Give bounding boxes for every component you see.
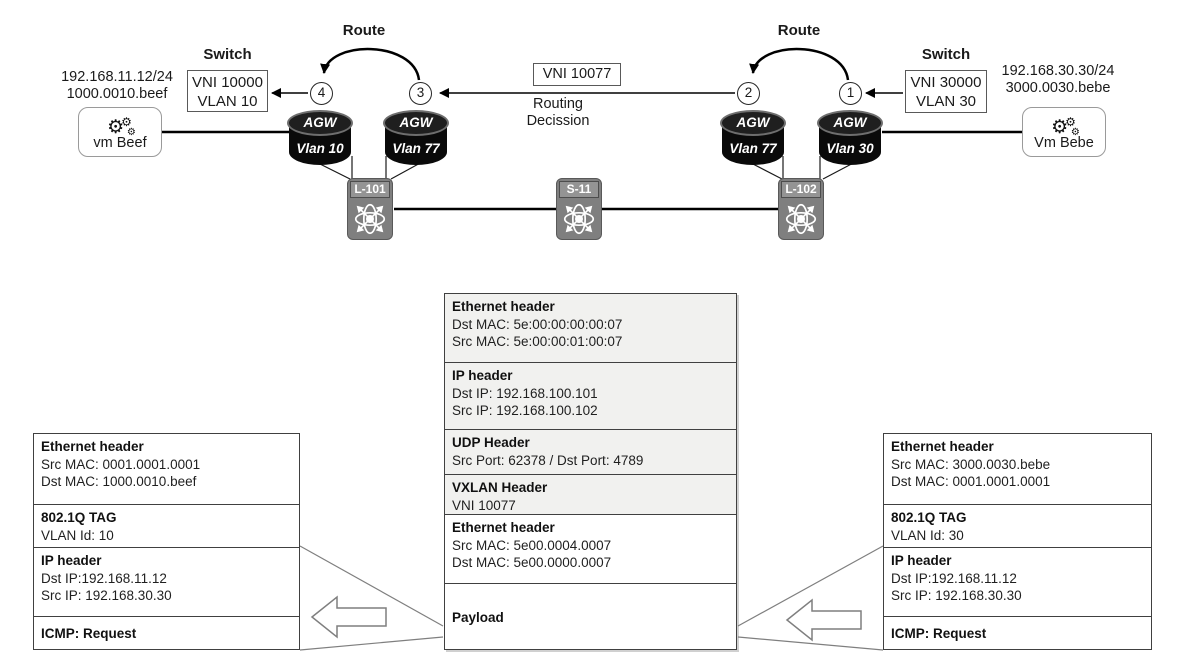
agw-vlan77-left-gateway: AGW Vlan 77 <box>383 110 449 170</box>
left-dot1q-section: 802.1Q TAG VLAN Id: 10 <box>34 504 299 547</box>
right-icmp-section: ICMP: Request <box>884 616 1151 651</box>
left-switch-vni: VNI 10000 <box>192 74 263 91</box>
left-switch-mapping-box: VNI 10000 VLAN 10 <box>187 70 268 112</box>
agw-vlan77-right-gateway: AGW Vlan 77 <box>720 110 786 170</box>
right-ethernet-section: Ethernet header Src MAC: 3000.0030.bebe … <box>891 439 1051 489</box>
left-switch-title: Switch <box>203 46 252 63</box>
right-host-ip: 192.168.30.30/24 <box>1001 63 1115 79</box>
encapsulation-funnels <box>299 545 884 651</box>
inner-ethernet-section: Ethernet header Src MAC: 5e00.0004.0007 … <box>445 514 736 583</box>
udp-section: UDP Header Src Port: 62378 / Dst Port: 4… <box>445 429 736 474</box>
topology-links <box>161 130 1023 211</box>
right-dot1q-section: 802.1Q TAG VLAN Id: 30 <box>884 504 1151 547</box>
left-switch-vlan: VLAN 10 <box>197 93 258 110</box>
right-host-mac: 3000.0030.bebe <box>1005 79 1111 96</box>
vxlan-packet-table: Ethernet header Dst MAC: 5e:00:00:00:00:… <box>444 293 737 650</box>
step-2-marker: 2 <box>737 82 760 105</box>
vxlan-header-section: VXLAN Header VNI 10077 <box>445 474 736 514</box>
cylinder-top: AGW <box>287 110 353 136</box>
router-s11: S-11 <box>556 178 602 240</box>
cylinder-top: AGW <box>817 110 883 136</box>
left-ip-section: IP header Dst IP:192.168.11.12 Src IP: 1… <box>34 547 299 616</box>
right-switch-title: Switch <box>921 46 971 63</box>
left-direction-arrow <box>310 595 387 639</box>
vm-bebe-node: ⚙⚙⚙ Vm Bebe <box>1022 107 1106 157</box>
route-label-left: Route <box>342 22 386 39</box>
cylinder-top: AGW <box>720 110 786 136</box>
left-host-ip: 192.168.11.12/24 <box>61 69 173 85</box>
router-l101: L-101 <box>347 178 393 240</box>
vm-beef-node: ⚙⚙⚙ vm Beef <box>78 107 162 157</box>
route-arcs <box>320 47 850 81</box>
vxlan-tunnel-vni-box: VNI 10077 <box>533 63 621 86</box>
agw-vlan30-gateway: AGW Vlan 30 <box>817 110 883 170</box>
gears-icon: ⚙⚙⚙ <box>107 115 136 138</box>
left-icmp-section: ICMP: Request <box>34 616 299 651</box>
cylinder-top: AGW <box>383 110 449 136</box>
vm-bebe-label: Vm Bebe <box>1034 135 1094 151</box>
right-packet-table: Ethernet header Src MAC: 3000.0030.bebe … <box>883 433 1152 650</box>
outer-ethernet-section: Ethernet header Dst MAC: 5e:00:00:00:00:… <box>445 294 736 362</box>
router-icon <box>785 203 817 235</box>
router-l102: L-102 <box>778 178 824 240</box>
step-1-marker: 1 <box>839 82 862 105</box>
gears-icon: ⚙⚙⚙ <box>1051 115 1080 138</box>
router-icon <box>354 203 386 235</box>
right-switch-vni: VNI 30000 <box>910 74 982 91</box>
payload-section: Payload <box>445 583 736 651</box>
left-host-mac: 1000.0010.beef <box>66 85 168 102</box>
direction-arrows <box>310 595 862 642</box>
right-ip-section: IP header Dst IP:192.168.11.12 Src IP: 1… <box>884 547 1151 616</box>
step-4-marker: 4 <box>310 82 333 105</box>
routing-decision-label: Routing Decission <box>526 96 590 129</box>
right-direction-arrow <box>785 598 862 642</box>
right-host-addresses: 192.168.30.30/24 3000.0030.bebe <box>987 63 1129 96</box>
left-host-addresses: 192.168.11.12/24 1000.0010.beef <box>46 69 188 102</box>
outer-ip-section: IP header Dst IP: 192.168.100.101 Src IP… <box>445 362 736 429</box>
agw-vlan10-gateway: AGW Vlan 10 <box>287 110 353 170</box>
step-3-marker: 3 <box>409 82 432 105</box>
route-arc-left <box>320 47 421 81</box>
vm-beef-label: vm Beef <box>93 135 147 151</box>
route-label-right: Route <box>777 22 821 39</box>
left-packet-table: Ethernet header Src MAC: 0001.0001.0001 … <box>33 433 300 650</box>
agw-router-links <box>291 149 879 180</box>
right-switch-vlan: VLAN 30 <box>915 93 977 110</box>
route-arc-right <box>749 47 850 81</box>
right-switch-mapping-box: VNI 30000 VLAN 30 <box>905 70 987 113</box>
left-ethernet-section: Ethernet header Src MAC: 0001.0001.0001 … <box>41 439 201 489</box>
router-icon <box>563 203 595 235</box>
